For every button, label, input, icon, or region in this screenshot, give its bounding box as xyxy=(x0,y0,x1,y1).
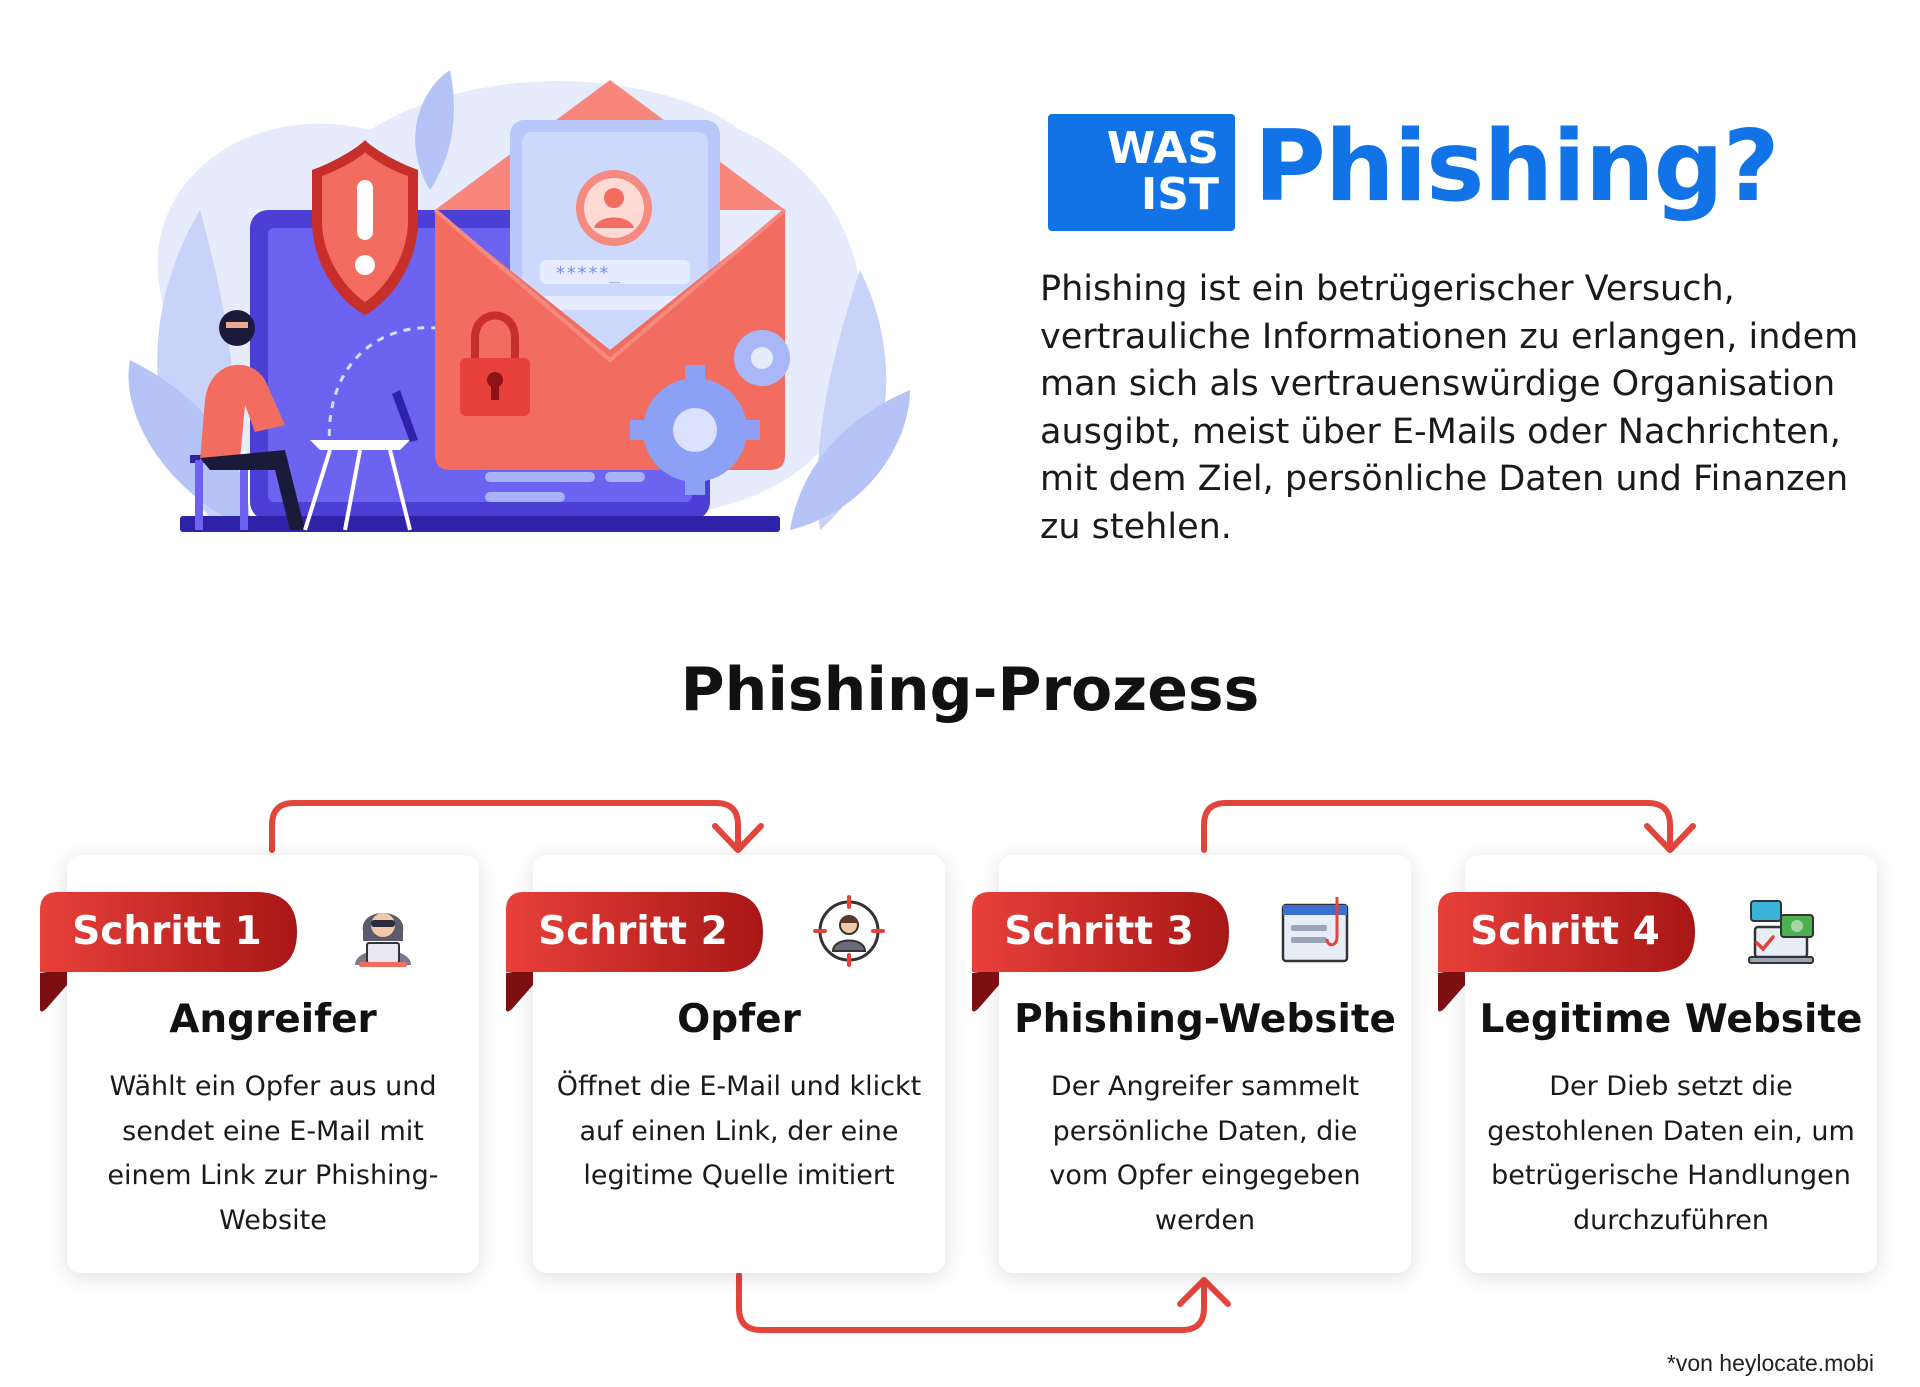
step-description: Öffnet die E-Mail und klickt auf einen L… xyxy=(556,1071,922,1191)
step-ribbon-3 xyxy=(972,892,1229,1012)
step-title: Legitime Website xyxy=(1479,997,1863,1042)
step-label: Schritt 1 xyxy=(72,909,262,954)
arrowhead-step3 xyxy=(1177,1277,1231,1307)
password-mask: *****_ xyxy=(555,263,620,284)
step-ribbon-4 xyxy=(1438,892,1695,1012)
step-title: Angreifer xyxy=(169,997,377,1042)
padlock-icon xyxy=(460,311,530,416)
warning-shield-icon xyxy=(312,140,418,315)
arrow-step3-to-step4 xyxy=(1201,800,1673,853)
hacker-figure xyxy=(190,310,418,531)
gear-icon-small xyxy=(734,330,790,386)
money-laptop-icon xyxy=(1748,900,1814,964)
step-description: Der Dieb setzt die gestohlenen Daten ein… xyxy=(1487,1071,1855,1236)
step-title: Phishing-Website xyxy=(1014,997,1396,1042)
was-ist-badge: WAS IST xyxy=(1048,114,1235,231)
leaves-right xyxy=(790,270,910,530)
step-card-4: Legitime Website Der Dieb setzt die gest… xyxy=(1465,855,1877,1273)
step-ribbon-2 xyxy=(506,892,763,1012)
step-ribbon-1 xyxy=(40,892,297,1012)
gear-icon-large xyxy=(630,365,760,495)
phishing-browser-icon xyxy=(1281,897,1349,963)
intro-description: Phishing ist ein betrügerischer Versuch,… xyxy=(1040,269,1859,547)
phishing-illustration: *****_ xyxy=(128,70,910,532)
process-title: Phishing-Prozess xyxy=(680,655,1260,725)
step-description: Der Angreifer sammelt persönliche Daten,… xyxy=(1049,1071,1361,1236)
step-title: Opfer xyxy=(677,997,801,1042)
badge-line-was: WAS xyxy=(1106,123,1219,174)
arrowhead-step2 xyxy=(712,823,764,853)
target-person-icon xyxy=(813,895,885,967)
page-title: Phishing? xyxy=(1254,110,1780,224)
step-label: Schritt 3 xyxy=(1004,909,1194,954)
source-credit: *von heylocate.mobi xyxy=(1666,1350,1874,1376)
step-label: Schritt 2 xyxy=(538,909,728,954)
arrowhead-step4 xyxy=(1644,823,1696,853)
badge-line-ist: IST xyxy=(1140,169,1219,220)
arrow-step1-to-step2 xyxy=(269,800,741,853)
hacker-icon xyxy=(355,913,411,967)
step-label: Schritt 4 xyxy=(1470,909,1660,954)
step-description: Wählt ein Opfer aus und sendet eine E-Ma… xyxy=(107,1071,439,1236)
arrow-step2-to-step3 xyxy=(736,1272,1207,1333)
